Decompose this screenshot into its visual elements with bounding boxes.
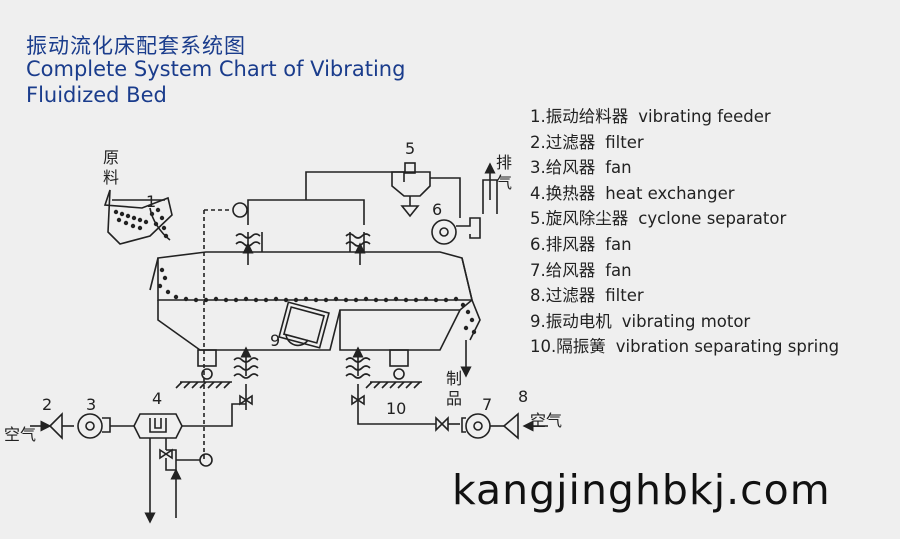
legend-item-zh: 4.换热器 — [530, 183, 596, 203]
raw-material-label-2: 料 — [103, 168, 119, 187]
legend-item-zh: 1.振动给料器 — [530, 107, 629, 126]
legend-item-en: vibrating feeder — [638, 107, 771, 126]
legend-item-en: cyclone separator — [638, 209, 787, 229]
exhaust-duct — [305, 171, 405, 200]
exhaust-label-2: 气 — [496, 173, 512, 192]
callout-4: 4 — [152, 389, 162, 408]
product-label-2: 品 — [446, 389, 462, 408]
watermark-url: kangjinghbkj.com — [452, 466, 831, 514]
callout-10: 10 — [386, 399, 406, 418]
air-label-left: 空气 — [4, 425, 36, 444]
legend-item-zh: 9.振动电机 — [530, 311, 612, 331]
legend-item-1: 1.振动给料器 vibrating feeder — [530, 104, 839, 130]
legend-item-en: filter — [605, 132, 644, 152]
legend-item-en: filter — [605, 286, 644, 306]
legend-item-4: 4.换热器 heat exchanger — [530, 181, 839, 207]
top-air-manifold — [247, 199, 365, 225]
legend: 1.振动给料器 vibrating feeder 2.过滤器 filter 3.给风… — [530, 104, 839, 360]
legend-item-zh: 2.过滤器 — [530, 132, 596, 152]
support-left — [175, 349, 232, 389]
vibration-spring-right — [345, 346, 449, 432]
vibrating-motor — [278, 301, 330, 349]
legend-item-zh: 7.给风器 — [530, 260, 596, 280]
product-label-1: 制 — [446, 369, 462, 388]
callout-3: 3 — [86, 395, 96, 414]
raw-material-label-1: 原 — [103, 148, 119, 167]
callout-6: 6 — [432, 200, 442, 219]
legend-item-8: 8.过滤器 filter — [530, 283, 839, 309]
diagram-title-zh: 振动流化床配套系统图 — [26, 34, 246, 58]
legend-item-7: 7.给风器 fan — [530, 258, 839, 284]
support-right — [365, 349, 422, 389]
legend-item-zh: 6.排风器 — [530, 234, 596, 254]
exhaust-label-1: 排 — [496, 153, 512, 172]
callout-9: 9 — [270, 331, 280, 350]
heat-exchanger — [133, 403, 246, 524]
legend-item-9: 9.振动电机 vibrating motor — [530, 309, 839, 335]
legend-item-en: vibration separating spring — [615, 337, 840, 357]
callout-1: 1 — [146, 192, 156, 211]
diagram-title-en-line1: Complete System Chart of Vibrating — [26, 57, 406, 81]
legend-item-zh: 8.过滤器 — [530, 286, 596, 306]
filter-right — [502, 412, 519, 440]
bed-granules — [157, 267, 477, 335]
legend-item-en: fan — [605, 158, 632, 178]
legend-item-zh: 3.给风器 — [530, 158, 596, 178]
fan-right — [448, 413, 504, 439]
legend-item-5: 5.旋风除尘器 cyclone separator — [530, 206, 839, 232]
legend-item-zh: 5.旋风除尘器 — [530, 209, 629, 229]
feeder-granules — [113, 207, 169, 239]
legend-item-en: fan — [605, 260, 632, 280]
legend-item-3: 3.给风器 fan — [530, 155, 839, 181]
fan-left — [62, 413, 134, 439]
legend-item-en: fan — [605, 234, 632, 254]
cyclone-separator — [391, 162, 461, 218]
callout-2: 2 — [42, 395, 52, 414]
callout-7: 7 — [482, 395, 492, 414]
vibrating-feeder — [103, 189, 173, 245]
legend-item-zh: 10.隔振簧 — [530, 337, 606, 357]
air-label-right: 空气 — [530, 411, 562, 430]
legend-item-en: heat exchanger — [605, 183, 735, 203]
callout-5: 5 — [405, 139, 415, 158]
callout-8: 8 — [518, 387, 528, 406]
vibration-spring-left — [233, 346, 259, 410]
diagram-title-en-line2: Fluidized Bed — [26, 83, 167, 107]
legend-item-en: vibrating motor — [621, 311, 751, 331]
filter-left — [48, 412, 63, 440]
sensor-circle — [232, 202, 248, 218]
legend-item-2: 2.过滤器 filter — [530, 130, 839, 156]
legend-item-6: 6.排风器 fan — [530, 232, 839, 258]
legend-item-10: 10.隔振簧 vibration separating spring — [530, 334, 839, 360]
exhaust-fan — [431, 162, 498, 245]
